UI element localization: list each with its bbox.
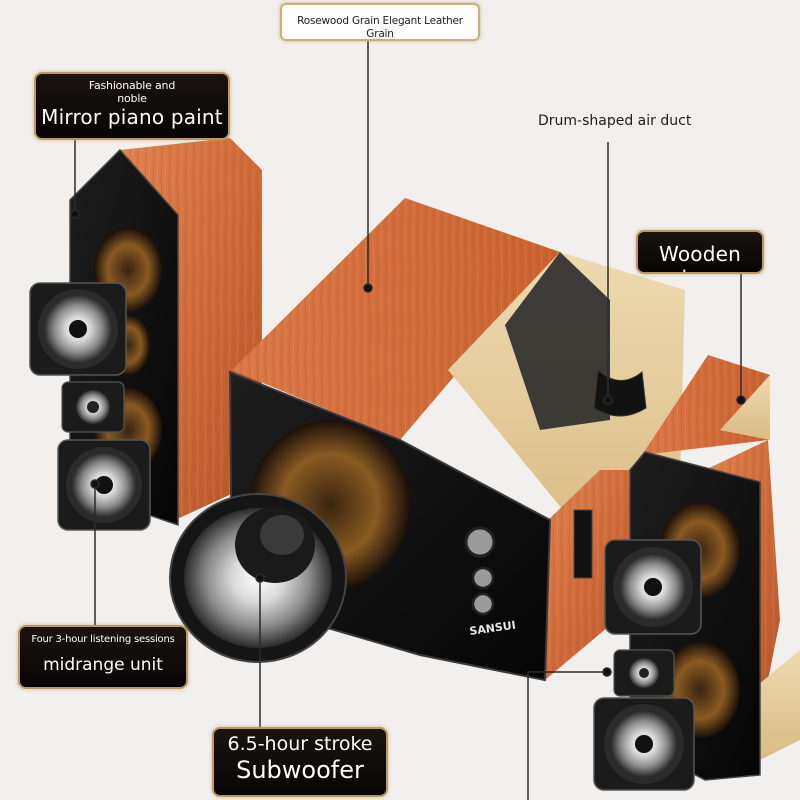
left-tweeter-driver	[61, 381, 125, 433]
right-tweeter-driver	[613, 649, 675, 697]
mirror-piano-paint-label: Fashionable and noble Mirror piano paint	[34, 72, 230, 140]
midrange-unit-label: Four 3-hour listening sessions midrange …	[18, 625, 188, 689]
treble-knob[interactable]	[471, 592, 495, 616]
left-midrange-driver-top	[29, 282, 127, 376]
piano-small-text: Fashionable and noble	[88, 79, 176, 105]
subwoofer-label: 6.5-hour stroke Subwoofer	[212, 727, 388, 797]
wooden-box-text: Wooden box	[659, 242, 741, 272]
volume-knob[interactable]	[464, 526, 496, 558]
midrange-small-text: Four 3-hour listening sessions	[31, 634, 175, 645]
right-midrange-driver-top	[604, 539, 702, 635]
right-midrange-driver-bottom	[593, 697, 695, 791]
subwoofer-small-text: 6.5-hour stroke	[227, 733, 373, 755]
midrange-big-text: midrange unit	[43, 655, 163, 675]
brand-logo: SANSUI	[469, 619, 517, 638]
air-duct-text: Drum-shaped air duct	[538, 113, 692, 129]
rosewood-grain-label: Rosewood Grain Elegant Leather Grain	[280, 3, 480, 41]
wooden-box-label: Wooden box	[636, 230, 764, 274]
io-port-strip	[573, 509, 593, 579]
rosewood-grain-text: Rosewood Grain Elegant Leather Grain	[297, 15, 463, 40]
callout-leader-lines	[70, 40, 746, 800]
left-midrange-driver-bottom	[57, 439, 151, 531]
bass-knob[interactable]	[471, 566, 495, 590]
piano-big-text: Mirror piano paint	[41, 105, 223, 129]
subwoofer-big-text: Subwoofer	[236, 756, 364, 784]
air-duct-label: Drum-shaped air duct	[538, 113, 691, 129]
